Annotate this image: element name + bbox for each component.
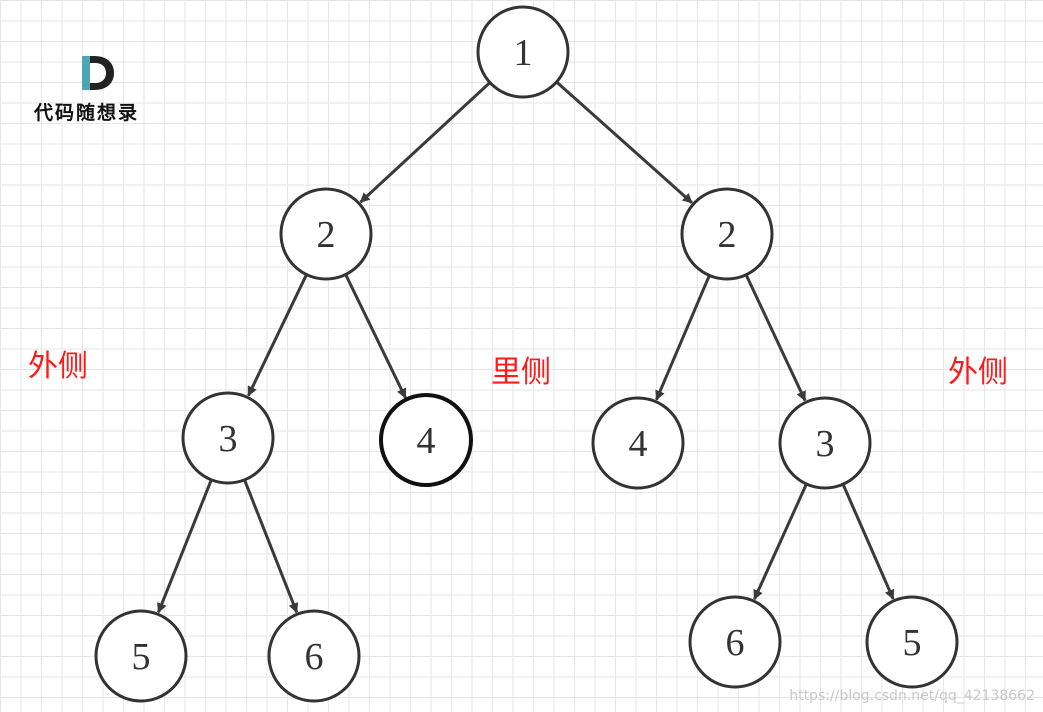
tree-node-circle <box>181 391 275 485</box>
tree-node-n3R: 3 <box>778 396 872 490</box>
tree-node-value: 3 <box>816 423 835 465</box>
tree-node-value: 4 <box>417 420 436 462</box>
tree-node-n3L: 3 <box>181 391 275 485</box>
tree-edges <box>157 80 895 614</box>
tree-node-circle <box>680 187 774 281</box>
tree-node-n1: 1 <box>476 5 570 99</box>
tree-node-circle <box>267 609 361 703</box>
inner-label: 里侧 <box>491 355 551 390</box>
tree-node-n6R: 6 <box>688 595 782 689</box>
tree-edge-n3R-n6R <box>753 483 808 601</box>
tree-node-value: 4 <box>629 423 648 465</box>
logo-text: 代码随想录 <box>34 102 140 124</box>
tree-edge-n1-n2L <box>359 81 491 204</box>
tree-node-n6L: 6 <box>267 609 361 703</box>
logo-d-icon <box>82 56 114 90</box>
outer-right-label: 外侧 <box>948 355 1008 390</box>
tree-node-circle <box>476 5 570 99</box>
tree-node-circle <box>591 396 685 490</box>
tree-node-circle <box>778 396 872 490</box>
tree-node-n2R: 2 <box>680 187 774 281</box>
tree-edge-n3R-n5R <box>841 483 895 600</box>
tree-edge-n1-n2R <box>555 80 693 204</box>
tree-node-circle <box>865 595 959 689</box>
tree-node-value: 5 <box>903 622 922 664</box>
tree-edge-n3L-n6L <box>243 479 299 614</box>
tree-node-value: 6 <box>726 622 745 664</box>
tree-node-value: 2 <box>317 214 336 256</box>
tree-node-n4L: 4 <box>379 393 473 487</box>
tree-node-circle <box>379 393 473 487</box>
tree-node-circle <box>94 609 188 703</box>
tree-node-n5R: 5 <box>865 595 959 689</box>
tree-edge-n2L-n3L <box>246 273 308 397</box>
tree-node-n4R: 4 <box>591 396 685 490</box>
tree-edge-n2L-n4L <box>344 273 407 399</box>
tree-node-value: 1 <box>514 32 533 74</box>
tree-node-n2L: 2 <box>279 187 373 281</box>
tree-edge-n2R-n3R <box>744 274 807 402</box>
tree-node-n5L: 5 <box>94 609 188 703</box>
tree-node-value: 2 <box>718 214 737 256</box>
tree-node-value: 5 <box>132 636 151 678</box>
tree-edge-n2R-n4R <box>655 274 711 401</box>
tree-nodes: 1 2 2 3 4 4 3 5 6 6 5 <box>94 5 959 703</box>
outer-left-label: 外侧 <box>28 349 88 384</box>
logo: 代码随想录 <box>34 54 139 125</box>
tree-node-value: 3 <box>219 418 238 460</box>
watermark: https://blog.csdn.net/qq_42138662 <box>789 688 1035 704</box>
tree-node-circle <box>279 187 373 281</box>
tree-edge-n3L-n5L <box>157 479 213 614</box>
tree-node-circle <box>688 595 782 689</box>
tree-node-value: 6 <box>305 636 324 678</box>
